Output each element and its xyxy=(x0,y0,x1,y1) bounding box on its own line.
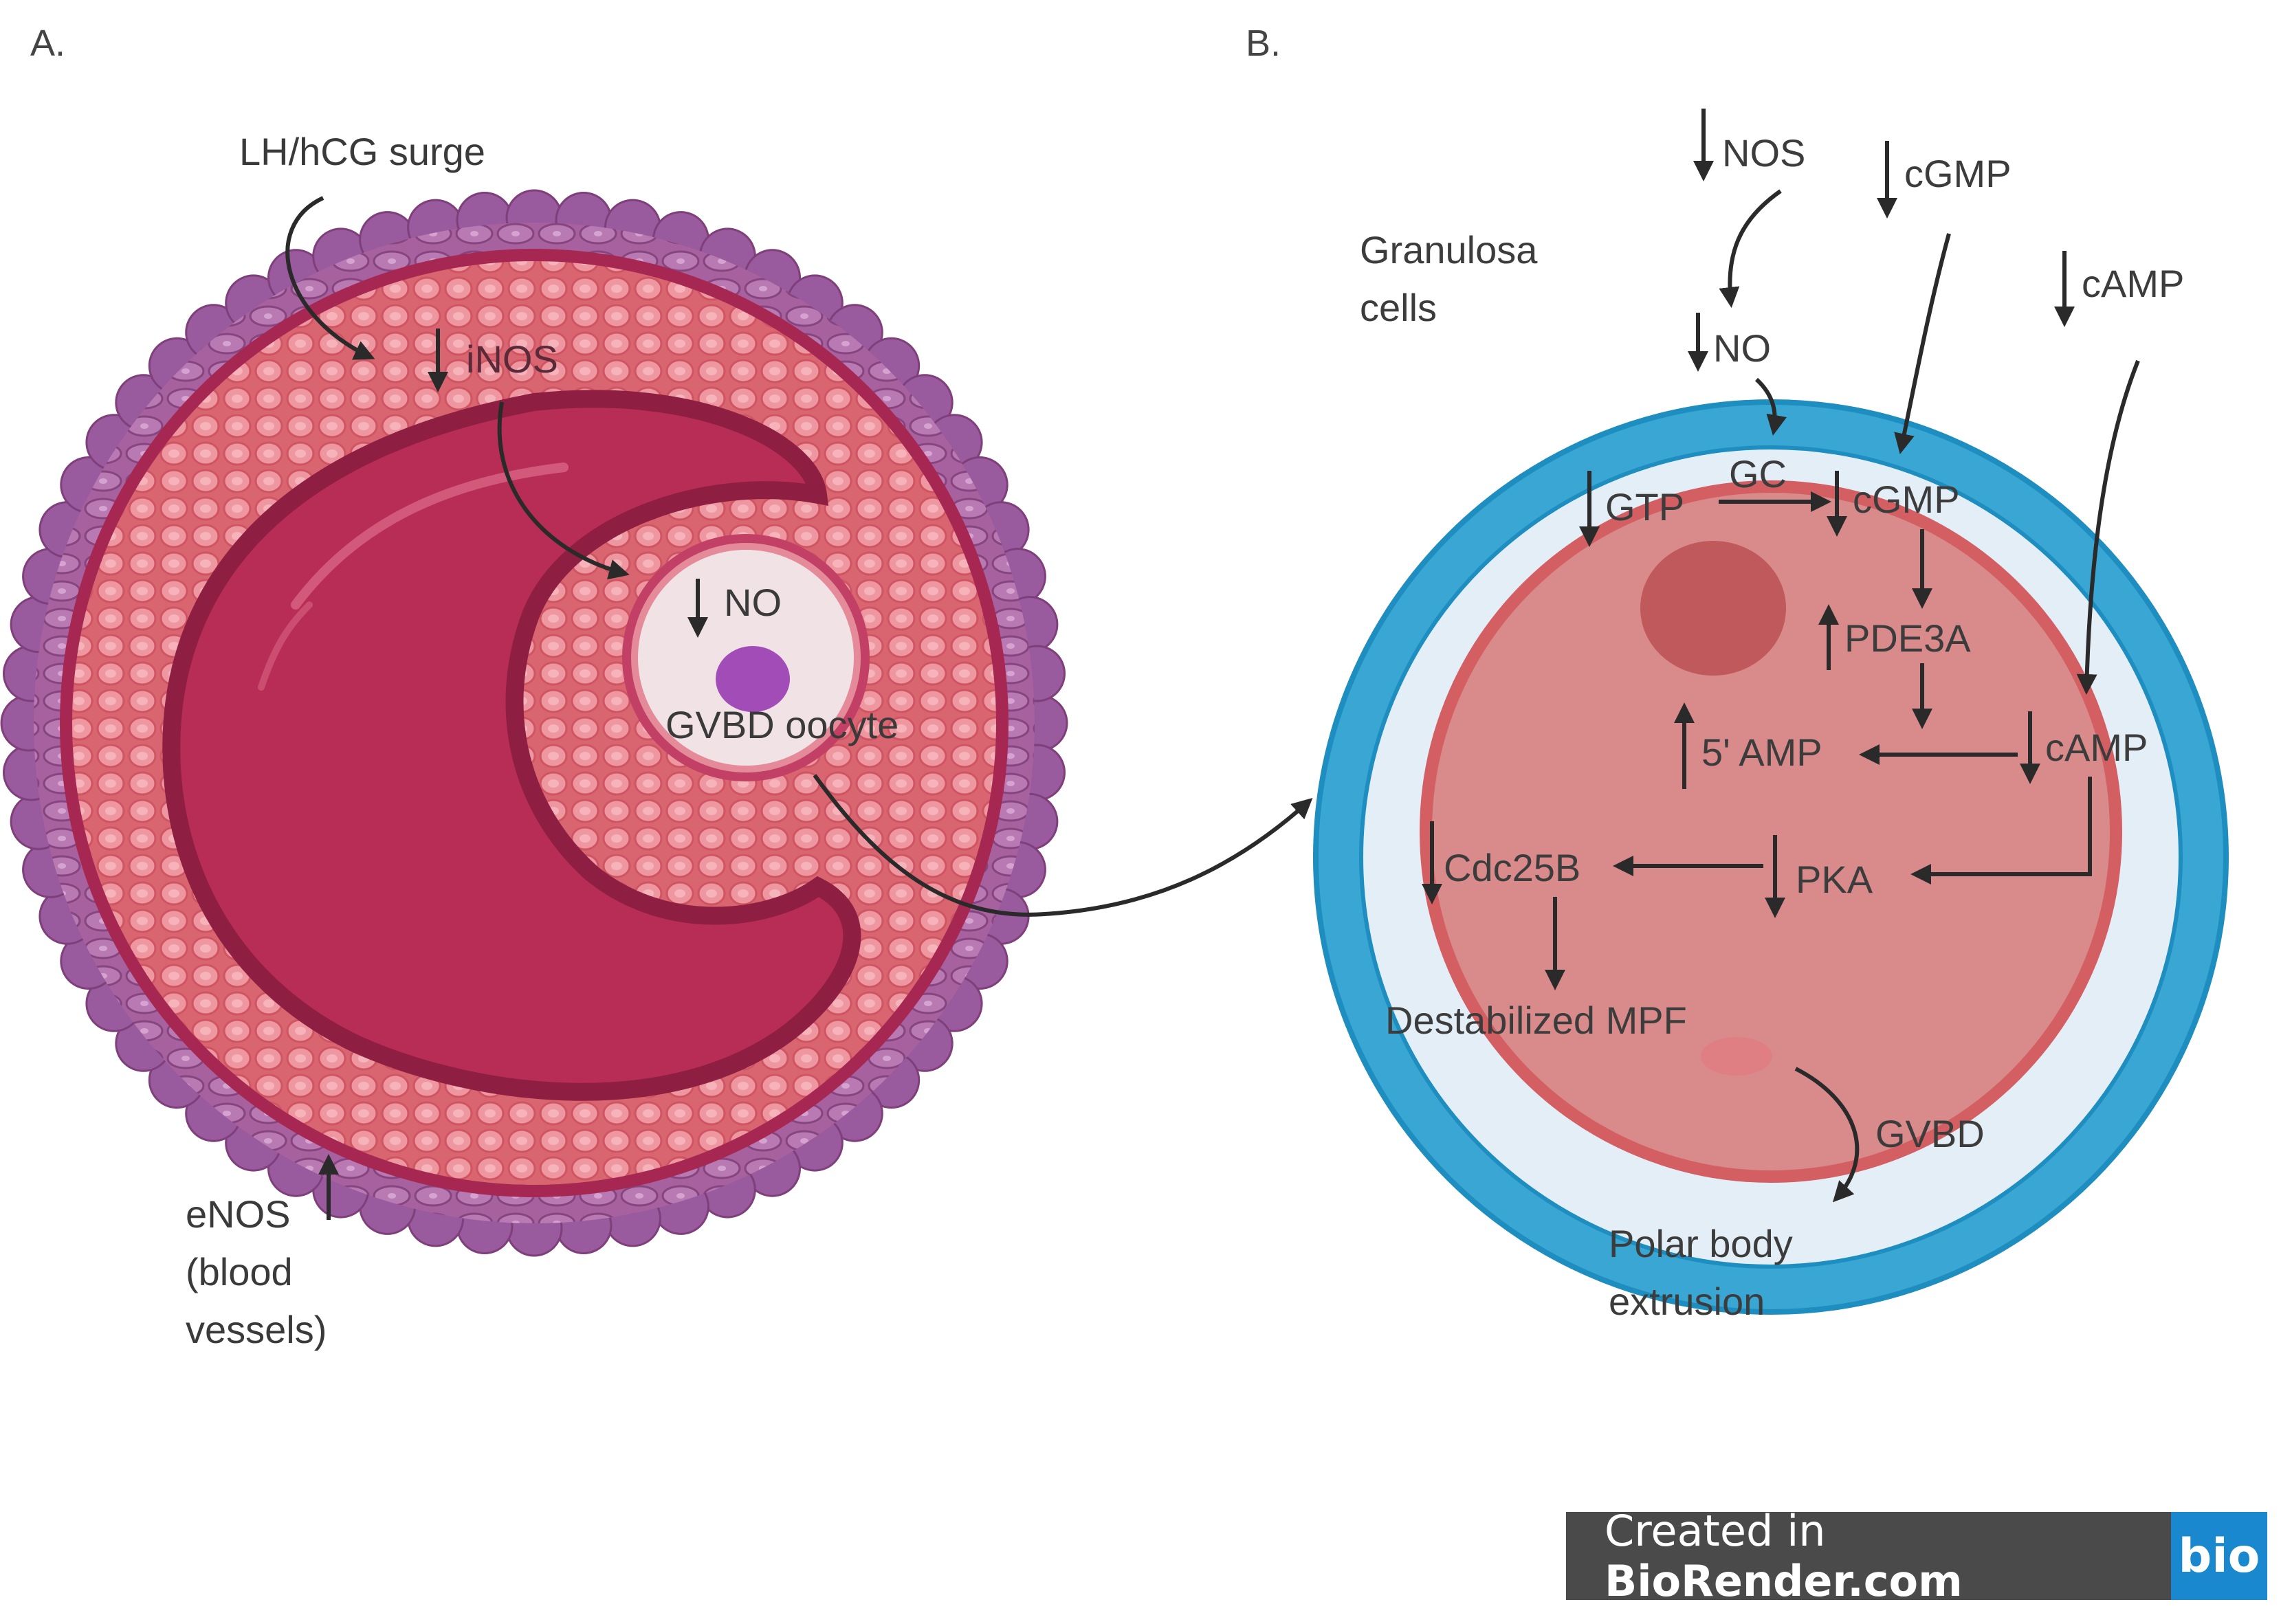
pde3a-label: PDE3A xyxy=(1844,616,1971,660)
polar-body xyxy=(1701,1037,1772,1076)
gtp-label: GTP xyxy=(1605,485,1685,529)
panel-a-label: A. xyxy=(30,23,66,64)
lh-surge-arrow xyxy=(285,196,375,360)
no-a-label: NO xyxy=(724,581,782,624)
gc-label: GC xyxy=(1729,452,1787,496)
polar-body-arrow xyxy=(1794,1067,1860,1203)
granulosa-cells-label: Granulosa cells xyxy=(1360,228,1538,329)
biorender-badge[interactable]: Created in BioRender.com bio xyxy=(1566,1506,2267,1606)
panel-b-arrows xyxy=(1422,109,2140,1203)
gvbd-label: GVBD xyxy=(1875,1112,1985,1155)
no-to-gc-arrow xyxy=(1754,377,1787,436)
pka-label: PKA xyxy=(1796,858,1873,901)
antrum xyxy=(162,390,861,1101)
enos-label: eNOS (blood vessels) xyxy=(186,1192,327,1351)
cdc25b-label: Cdc25B xyxy=(1444,846,1581,889)
lh-surge-label: LH/hCG surge xyxy=(239,130,485,173)
biorender-logo-icon: bio xyxy=(2171,1512,2267,1600)
camp-top-label: cAMP xyxy=(2082,262,2185,305)
badge-prefix: Created in xyxy=(1605,1506,1826,1556)
panel-b-label: B. xyxy=(1246,23,1281,64)
5-amp-label: 5' AMP xyxy=(1701,731,1822,774)
oocyte-detail xyxy=(1313,399,2229,1315)
camp-top-to-camp-arrow xyxy=(2076,359,2140,695)
nos-to-no-arrow xyxy=(1719,189,1782,308)
cgmp-top-to-cgmp-arrow xyxy=(1894,233,1951,454)
inos-arrow xyxy=(497,401,630,580)
oocyte-to-b-arrow xyxy=(813,774,1313,917)
germinal-vesicle xyxy=(716,646,790,712)
gvbd-oocyte-label: GVBD oocyte xyxy=(665,703,899,746)
nos-label: NOS xyxy=(1722,131,1806,175)
destabilized-mpf-label: Destabilized MPF xyxy=(1385,999,1687,1042)
panel-a-arrows xyxy=(285,196,1313,1220)
oocyte xyxy=(622,534,870,781)
no-b-label: NO xyxy=(1713,326,1771,370)
ooplasm xyxy=(1420,480,2122,1183)
badge-text: Created in BioRender.com xyxy=(1566,1506,2171,1606)
cgmp-top-label: cGMP xyxy=(1904,152,2012,195)
follicle xyxy=(0,189,1068,1257)
badge-brand: BioRender.com xyxy=(1605,1556,1963,1606)
camp-to-pka-arrow xyxy=(1910,777,2092,885)
germinal-vesicle-b xyxy=(1640,541,1786,676)
polar-body-extrusion-label: Polar body extrusion xyxy=(1609,1222,1793,1323)
camp-label: cAMP xyxy=(2045,726,2148,769)
inos-label: iNOS xyxy=(466,337,558,381)
cgmp-label: cGMP xyxy=(1853,478,1960,521)
